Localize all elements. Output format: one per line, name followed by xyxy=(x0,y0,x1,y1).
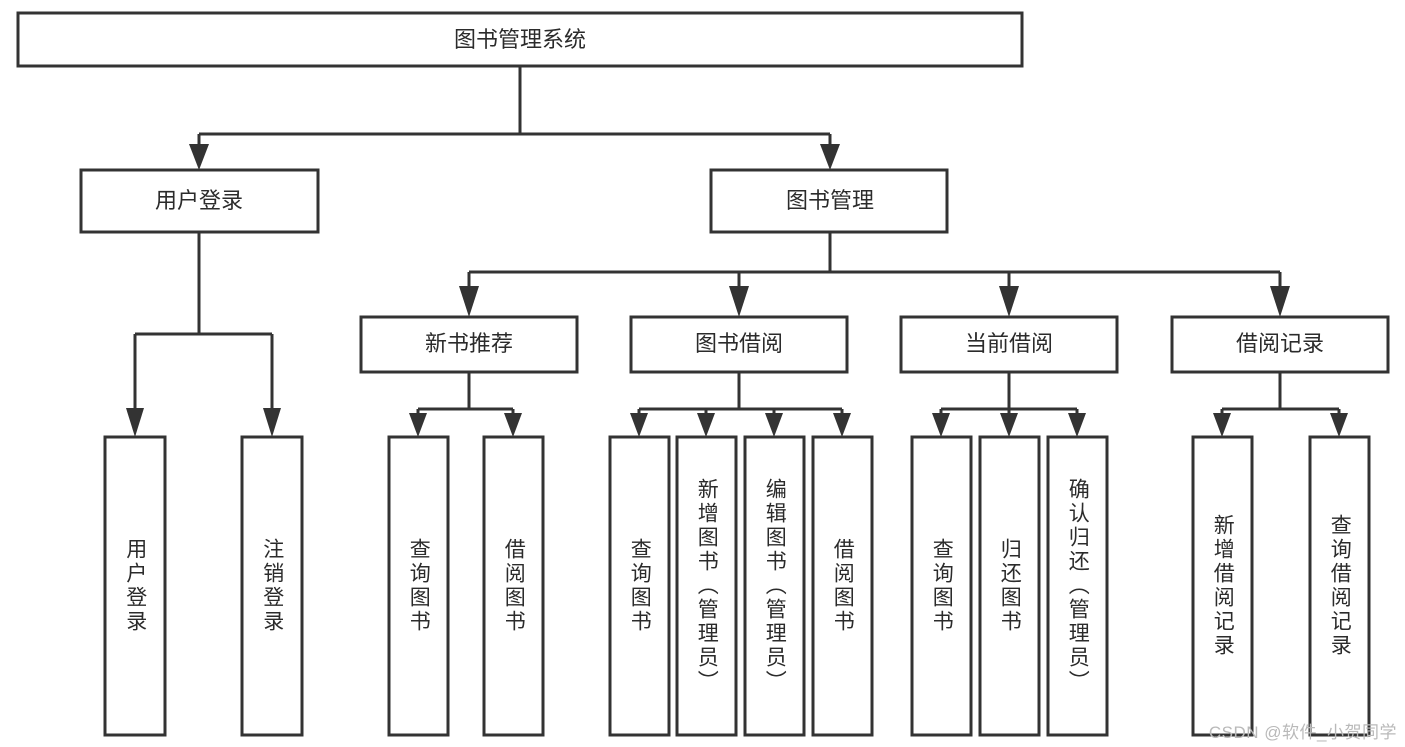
node-book-borrow-box[interactable] xyxy=(629,315,849,374)
node-current-borrow-box[interactable] xyxy=(899,315,1119,374)
node-current-borrow-label: 当前借阅 xyxy=(965,331,1053,356)
node-leaf-borrow-book-2-box[interactable] xyxy=(811,435,874,737)
arrow-head-book-manage xyxy=(820,144,840,170)
node-book-manage-label: 图书管理 xyxy=(786,188,874,213)
arrow-head-leaf-edit-book xyxy=(765,413,783,437)
node-leaf-return-book-box[interactable] xyxy=(978,435,1041,737)
arrow-head-leaf-user-logout xyxy=(263,408,281,437)
node-user-login[interactable]: 用户登录 xyxy=(79,168,320,234)
arrow-head-leaf-borrow-book-1 xyxy=(504,413,522,437)
arrow-head-user-login xyxy=(189,144,209,170)
arrow-head-leaf-return-book xyxy=(1000,413,1018,437)
node-new-book-rec-label: 新书推荐 xyxy=(425,331,513,356)
node-leaf-confirm-return-box[interactable] xyxy=(1046,435,1109,737)
arrow-head-leaf-query-record xyxy=(1330,413,1348,437)
node-book-manage[interactable]: 图书管理 xyxy=(709,168,949,234)
node-leaf-add-record-box[interactable] xyxy=(1191,435,1254,737)
node-root-box[interactable] xyxy=(16,11,1024,68)
connector-group-user-login xyxy=(126,232,281,437)
arrow-head-borrow-record xyxy=(1270,286,1290,317)
connector-group-borrow-record xyxy=(1213,372,1348,437)
node-book-borrow-label: 图书借阅 xyxy=(695,331,783,356)
arrow-head-new-book-rec xyxy=(459,286,479,317)
node-leaf-borrow-book-1-box[interactable] xyxy=(482,435,545,737)
csdn-watermark: CSDN @软件_小贺同学 xyxy=(1208,723,1397,742)
node-borrow-record-label: 借阅记录 xyxy=(1236,331,1324,356)
connector-group-root xyxy=(189,66,840,170)
node-root[interactable]: 图书管理系统 xyxy=(16,11,1024,68)
arrow-head-current-borrow xyxy=(999,286,1019,317)
arrow-head-leaf-borrow-book-2 xyxy=(833,413,851,437)
connector-group-book-manage xyxy=(459,232,1290,317)
node-current-borrow[interactable]: 当前借阅 xyxy=(899,315,1119,374)
node-user-login-box[interactable] xyxy=(79,168,320,234)
node-leaf-add-book-box[interactable] xyxy=(675,435,738,737)
arrow-head-leaf-confirm-return xyxy=(1068,413,1086,437)
node-leaf-query-book-1-box[interactable] xyxy=(387,435,450,737)
node-book-manage-box[interactable] xyxy=(709,168,949,234)
arrow-head-leaf-add-record xyxy=(1213,413,1231,437)
node-borrow-record-box[interactable] xyxy=(1170,315,1390,374)
node-leaf-edit-book-box[interactable] xyxy=(743,435,806,737)
node-book-borrow[interactable]: 图书借阅 xyxy=(629,315,849,374)
node-user-login-label: 用户登录 xyxy=(155,188,243,213)
arrow-head-leaf-add-book xyxy=(697,413,715,437)
node-leaf-query-book-2-box[interactable] xyxy=(608,435,671,737)
arrow-head-leaf-query-book-2 xyxy=(630,413,648,437)
node-new-book-rec[interactable]: 新书推荐 xyxy=(359,315,579,374)
arrow-head-leaf-query-book-1 xyxy=(409,413,427,437)
node-borrow-record[interactable]: 借阅记录 xyxy=(1170,315,1390,374)
node-leaf-user-login-box[interactable] xyxy=(103,435,167,737)
node-leaf-query-record-box[interactable] xyxy=(1308,435,1371,737)
arrow-head-leaf-user-login xyxy=(126,408,144,437)
node-leaf-query-book-3-box[interactable] xyxy=(910,435,973,737)
node-root-label: 图书管理系统 xyxy=(454,27,586,52)
connector-group-book-borrow xyxy=(630,372,851,437)
arrow-head-leaf-query-book-3 xyxy=(932,413,950,437)
arrow-head-book-borrow xyxy=(729,286,749,317)
node-leaf-user-logout-box[interactable] xyxy=(240,435,304,737)
node-new-book-rec-box[interactable] xyxy=(359,315,579,374)
connector-group-new-book-rec xyxy=(409,372,522,437)
connector-group-current-borrow xyxy=(932,372,1086,437)
leaf-boxes xyxy=(103,435,1371,737)
